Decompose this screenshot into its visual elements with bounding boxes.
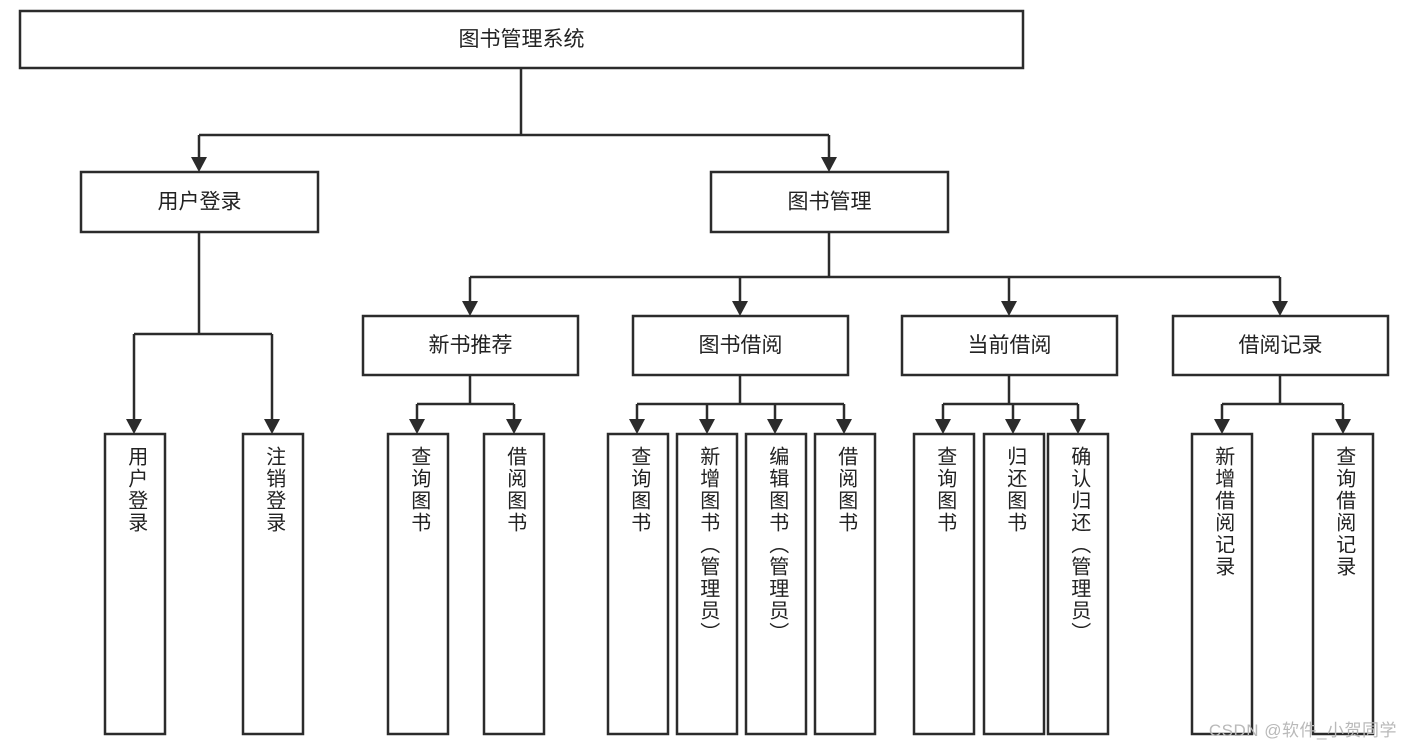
node-borrow-record[interactable]: 借阅记录 (1171, 314, 1390, 377)
node-box-leaf-query-borrow-record[interactable] (1311, 432, 1375, 736)
node-leaf-borrow-book-2[interactable] (813, 432, 877, 736)
node-box-leaf-user-login[interactable] (103, 432, 167, 736)
node-current-borrow[interactable]: 当前借阅 (900, 314, 1119, 377)
arrow-connector (1272, 277, 1288, 316)
arrow-head-icon (767, 419, 783, 434)
node-leaf-query-book-1[interactable] (386, 432, 450, 736)
node-box-current-borrow[interactable] (900, 314, 1119, 377)
arrow-connector (1001, 277, 1017, 316)
node-leaf-borrow-book-1[interactable] (482, 432, 546, 736)
connector-group-bus-new-book (417, 375, 514, 406)
node-box-leaf-query-book-2[interactable] (606, 432, 670, 736)
node-box-leaf-query-book-1[interactable] (386, 432, 450, 736)
connector-group-bus-root (199, 68, 829, 137)
arrow-connector (732, 277, 748, 316)
node-box-leaf-return-book[interactable] (982, 432, 1046, 736)
watermark-text: CSDN @软件_小贺同学 (1208, 721, 1397, 740)
arrow-head-icon (264, 419, 280, 434)
arrow-head-icon (191, 157, 207, 172)
arrow-head-icon (126, 419, 142, 434)
arrow-connector (1335, 404, 1351, 434)
arrow-connector (821, 135, 837, 172)
arrow-connector (126, 334, 142, 434)
arrow-connector (935, 404, 951, 434)
node-leaf-query-borrow-record[interactable] (1311, 432, 1375, 736)
node-box-leaf-add-borrow-record[interactable] (1190, 432, 1254, 736)
arrow-connector (462, 277, 478, 316)
arrow-connector (629, 404, 645, 434)
node-leaf-return-book[interactable] (982, 432, 1046, 736)
node-box-root[interactable] (18, 9, 1025, 70)
node-box-leaf-add-book-admin[interactable] (675, 432, 739, 736)
node-label-new-book-recommend: 新书推荐 (429, 334, 513, 357)
arrow-connector (1005, 404, 1021, 434)
arrow-head-icon (1335, 419, 1351, 434)
arrow-connector (191, 135, 207, 172)
arrow-connector (836, 404, 852, 434)
arrow-connector (506, 404, 522, 434)
arrow-connector (699, 404, 715, 434)
arrow-head-icon (732, 301, 748, 316)
node-label-root: 图书管理系统 (459, 28, 585, 51)
node-label-borrow-record: 借阅记录 (1239, 334, 1323, 357)
arrow-head-icon (1005, 419, 1021, 434)
arrow-head-icon (1070, 419, 1086, 434)
node-leaf-query-book-3[interactable] (912, 432, 976, 736)
arrow-head-icon (1001, 301, 1017, 316)
node-label-current-borrow: 当前借阅 (968, 334, 1052, 357)
arrow-head-icon (1214, 419, 1230, 434)
node-user-login[interactable]: 用户登录 (79, 170, 320, 234)
node-box-leaf-borrow-book-2[interactable] (813, 432, 877, 736)
node-label-book-manage: 图书管理 (788, 191, 872, 214)
arrow-head-icon (462, 301, 478, 316)
arrow-head-icon (821, 157, 837, 172)
arrow-head-icon (409, 419, 425, 434)
node-book-borrow[interactable]: 图书借阅 (631, 314, 850, 377)
arrow-head-icon (506, 419, 522, 434)
node-box-leaf-borrow-book-1[interactable] (482, 432, 546, 736)
node-leaf-add-borrow-record[interactable] (1190, 432, 1254, 736)
node-leaf-add-book-admin[interactable] (675, 432, 739, 736)
node-box-new-book-recommend[interactable] (361, 314, 580, 377)
node-box-book-manage[interactable] (709, 170, 950, 234)
node-leaf-query-book-2[interactable] (606, 432, 670, 736)
node-leaf-confirm-return-admin[interactable] (1046, 432, 1110, 736)
node-leaf-user-login[interactable] (103, 432, 167, 736)
connector-group-bus-borrow-record (1222, 375, 1343, 406)
arrow-connector (1070, 404, 1086, 434)
connector-group-bus-book-manage (470, 232, 1280, 279)
arrow-head-icon (836, 419, 852, 434)
node-root[interactable]: 图书管理系统 (18, 9, 1025, 70)
node-box-leaf-edit-book-admin[interactable] (744, 432, 808, 736)
node-new-book-recommend[interactable]: 新书推荐 (361, 314, 580, 377)
arrow-connector (767, 404, 783, 434)
node-box-book-borrow[interactable] (631, 314, 850, 377)
node-leaf-edit-book-admin[interactable] (744, 432, 808, 736)
node-book-manage[interactable]: 图书管理 (709, 170, 950, 234)
node-leaf-logout-login[interactable] (241, 432, 305, 736)
arrow-connector (409, 404, 425, 434)
node-box-leaf-logout-login[interactable] (241, 432, 305, 736)
arrow-connector (264, 334, 280, 434)
arrow-connector (1214, 404, 1230, 434)
arrow-head-icon (1272, 301, 1288, 316)
node-label-book-borrow: 图书借阅 (699, 334, 783, 357)
arrow-head-icon (699, 419, 715, 434)
node-box-user-login[interactable] (79, 170, 320, 234)
node-box-leaf-query-book-3[interactable] (912, 432, 976, 736)
node-label-user-login: 用户登录 (158, 191, 242, 214)
node-box-borrow-record[interactable] (1171, 314, 1390, 377)
node-box-leaf-confirm-return-admin[interactable] (1046, 432, 1110, 736)
connector-group-bus-book-borrow (637, 375, 844, 406)
arrow-head-icon (629, 419, 645, 434)
connector-group-bus-user-login (134, 232, 272, 336)
connector-group-bus-current-borrow (943, 375, 1078, 406)
arrow-head-icon (935, 419, 951, 434)
